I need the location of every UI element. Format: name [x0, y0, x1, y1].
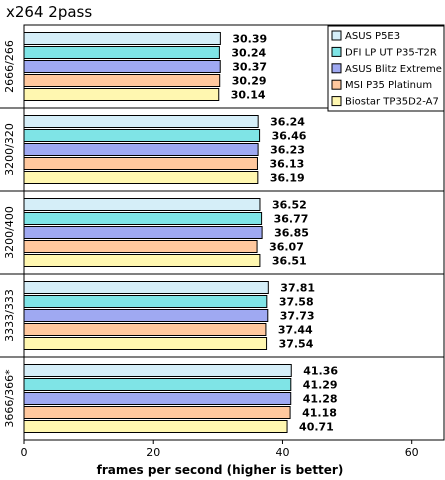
bar — [23, 46, 220, 59]
bar — [23, 143, 259, 156]
legend-swatch — [331, 30, 342, 41]
x-tick-label: 40 — [275, 446, 289, 459]
bar — [23, 281, 269, 294]
bar — [23, 309, 269, 322]
legend-label: MSI P35 Platinum — [345, 80, 432, 91]
data-label: 36.19 — [270, 172, 305, 185]
category-label: 2666/266 — [3, 40, 16, 93]
chart-title: x264 2pass — [6, 3, 92, 21]
legend-label: ASUS Blitz Extreme — [345, 64, 442, 75]
x-tick-label: 0 — [21, 446, 28, 459]
bar — [23, 212, 263, 225]
bar — [23, 32, 221, 45]
data-label: 41.36 — [303, 365, 338, 378]
data-label: 30.14 — [231, 89, 266, 102]
bar — [23, 60, 221, 73]
data-label: 36.52 — [272, 199, 307, 212]
data-label: 36.23 — [270, 144, 305, 157]
bar — [23, 378, 292, 391]
category-label: 3200/400 — [3, 206, 16, 259]
data-label: 41.18 — [302, 407, 337, 420]
data-label: 37.54 — [279, 338, 314, 351]
bar — [23, 254, 261, 267]
x-tick-label: 60 — [405, 446, 419, 459]
data-label: 36.51 — [272, 255, 307, 268]
data-label: 37.44 — [278, 324, 313, 337]
legend-swatch — [331, 96, 342, 107]
data-label: 36.46 — [272, 130, 307, 143]
data-label: 36.07 — [269, 241, 304, 254]
x-axis-label: frames per second (higher is better) — [97, 463, 344, 477]
category-label: 3200/320 — [3, 123, 16, 176]
bar — [23, 392, 292, 405]
data-label: 37.73 — [280, 310, 315, 323]
data-label: 30.37 — [232, 61, 267, 74]
legend-swatch — [331, 63, 342, 74]
legend-swatch — [331, 79, 342, 90]
data-label: 41.28 — [303, 393, 338, 406]
bar — [23, 157, 258, 170]
data-label: 36.85 — [274, 227, 309, 240]
bar — [23, 295, 268, 308]
bar — [23, 115, 259, 128]
data-label: 36.77 — [274, 213, 309, 226]
bar — [23, 88, 220, 101]
bar — [23, 364, 292, 377]
x-tick-label: 20 — [146, 446, 160, 459]
legend-label: DFI LP UT P35-T2R — [345, 47, 437, 58]
data-label: 41.29 — [303, 379, 338, 392]
bar — [23, 171, 259, 184]
data-label: 36.24 — [270, 116, 305, 129]
bar — [23, 323, 267, 336]
data-label: 30.24 — [231, 47, 266, 60]
bar — [23, 74, 221, 87]
legend-box — [327, 25, 445, 112]
bar — [23, 198, 261, 211]
bar — [23, 420, 288, 433]
category-label: 3666/366* — [3, 369, 16, 428]
legend-label: Biostar TP35D2-A7 — [345, 97, 439, 108]
data-label: 36.13 — [269, 158, 304, 171]
bar — [23, 406, 291, 419]
data-label: 40.71 — [299, 421, 334, 434]
legend-label: ASUS P5E3 — [345, 31, 400, 42]
data-label: 30.29 — [232, 75, 267, 88]
bar — [23, 226, 263, 239]
category-label: 3333/333 — [3, 289, 16, 342]
bar — [23, 337, 268, 350]
data-label: 37.58 — [279, 296, 314, 309]
legend-swatch — [331, 46, 342, 57]
data-label: 30.39 — [232, 33, 267, 46]
bar — [23, 129, 261, 142]
bar — [23, 240, 258, 253]
data-label: 37.81 — [280, 282, 315, 295]
